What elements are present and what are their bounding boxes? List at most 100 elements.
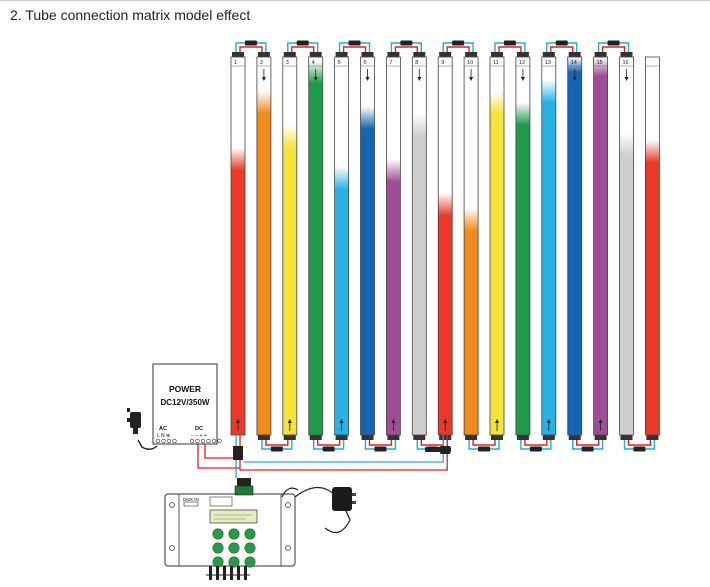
tube-end-cap	[283, 52, 296, 57]
jumper-connector	[478, 446, 491, 452]
terminal-screw	[172, 438, 177, 444]
tube-end-cap	[516, 435, 529, 440]
output-pin	[237, 566, 240, 580]
tube-body	[230, 56, 246, 436]
tube-end-cap	[309, 52, 322, 57]
tube-body	[437, 56, 453, 436]
top-jumper-wires	[232, 40, 633, 57]
output-pin	[216, 566, 219, 580]
tube-end-cap	[542, 52, 555, 57]
tube-end-cap	[465, 52, 478, 57]
tube-end-cap	[387, 435, 400, 440]
power-terminals	[155, 438, 222, 444]
ac-plug-icon	[127, 408, 158, 450]
flow-arrow-head	[391, 419, 396, 423]
output-pin	[223, 566, 226, 580]
tube-number: 11	[493, 60, 499, 66]
flow-arrow-head	[598, 419, 603, 423]
tube: 13	[541, 56, 557, 436]
tube-body	[282, 56, 298, 436]
tube	[645, 56, 660, 436]
flow-arrow-head	[417, 77, 422, 81]
tube-end-cap	[646, 435, 659, 440]
tube-number: 7	[389, 60, 392, 66]
tube-body	[463, 56, 479, 436]
tube-body	[308, 56, 324, 436]
tube-body	[489, 56, 505, 436]
tube: 3	[282, 56, 298, 436]
top-jumper	[594, 40, 633, 57]
flow-arrow-head	[339, 419, 344, 423]
tube-body	[385, 56, 401, 436]
flow-arrow-head	[236, 419, 240, 423]
tube: 2	[256, 56, 272, 436]
jumper-connector	[270, 446, 283, 452]
tube-number: 13	[545, 60, 551, 66]
jumper-connector	[607, 40, 620, 46]
flow-arrow-head	[520, 77, 525, 81]
bottom-jumper-wires	[257, 435, 659, 452]
tube-end-cap	[257, 52, 270, 57]
bottom-jumper	[620, 435, 659, 452]
flow-arrow-head	[495, 419, 499, 423]
tube-body	[334, 56, 350, 436]
tube-end-cap	[413, 435, 426, 440]
power-supply: POWER DC12V/350W AC L N ⊕ DC − − + +	[152, 363, 222, 445]
jumper-connector	[503, 40, 516, 46]
controller-button	[228, 556, 240, 568]
tube-end-cap	[413, 52, 426, 57]
ac-label: AC	[159, 426, 167, 432]
tube-end-cap	[491, 52, 503, 57]
jumper-connector	[555, 40, 568, 46]
tube: 15	[593, 56, 608, 436]
flow-arrow-head	[572, 77, 577, 81]
controller-button	[212, 528, 224, 540]
tube: 5	[334, 56, 350, 436]
tube: 6	[360, 56, 375, 436]
flow-arrow-head	[261, 77, 266, 81]
tube-body	[593, 56, 608, 436]
terminal-screw	[166, 438, 172, 444]
tube: 11	[489, 56, 505, 436]
tube-number: 14	[571, 60, 577, 66]
controller-button	[244, 556, 256, 568]
tube-end-cap	[257, 435, 270, 440]
top-jumper	[283, 40, 322, 57]
power-title: POWER	[169, 384, 201, 394]
bottom-jumper	[361, 435, 400, 452]
bottom-jumper	[516, 435, 555, 452]
controller-button	[212, 542, 224, 554]
top-jumper	[439, 40, 478, 57]
tube-number: 15	[597, 60, 603, 66]
controller-output-pins	[206, 566, 250, 580]
jumper-connector	[400, 40, 413, 46]
tube-number: 8	[415, 60, 418, 66]
tube-number: 12	[519, 60, 525, 66]
tube-end-cap	[335, 52, 348, 57]
flow-arrow-head	[469, 77, 474, 81]
feed-wires	[197, 435, 451, 478]
top-rule	[0, 0, 710, 1]
jumper-connector	[581, 446, 594, 452]
tube-end-cap	[309, 435, 322, 440]
tube-end-cap	[620, 52, 633, 57]
jumper-connector	[633, 446, 646, 452]
tube-end-cap	[465, 435, 478, 440]
tube-end-cap	[542, 435, 555, 440]
tube-end-cap	[283, 435, 296, 440]
controller-buttons	[212, 528, 256, 568]
tube: 7	[385, 56, 401, 436]
tube-body	[411, 56, 427, 436]
tube-body	[256, 56, 272, 436]
tube: 14	[567, 56, 583, 436]
tube-end-cap	[594, 435, 607, 440]
dc-label: DC	[195, 426, 203, 432]
tube: 16	[619, 56, 634, 436]
tube-body	[645, 56, 660, 436]
jumper-connector	[296, 40, 309, 46]
dmx-controller: DMX IN	[164, 478, 296, 580]
tube-number: 4	[312, 60, 315, 66]
tube-number: 5	[338, 60, 341, 66]
tube-number: 1	[234, 60, 237, 66]
jumper-connector	[322, 446, 335, 452]
